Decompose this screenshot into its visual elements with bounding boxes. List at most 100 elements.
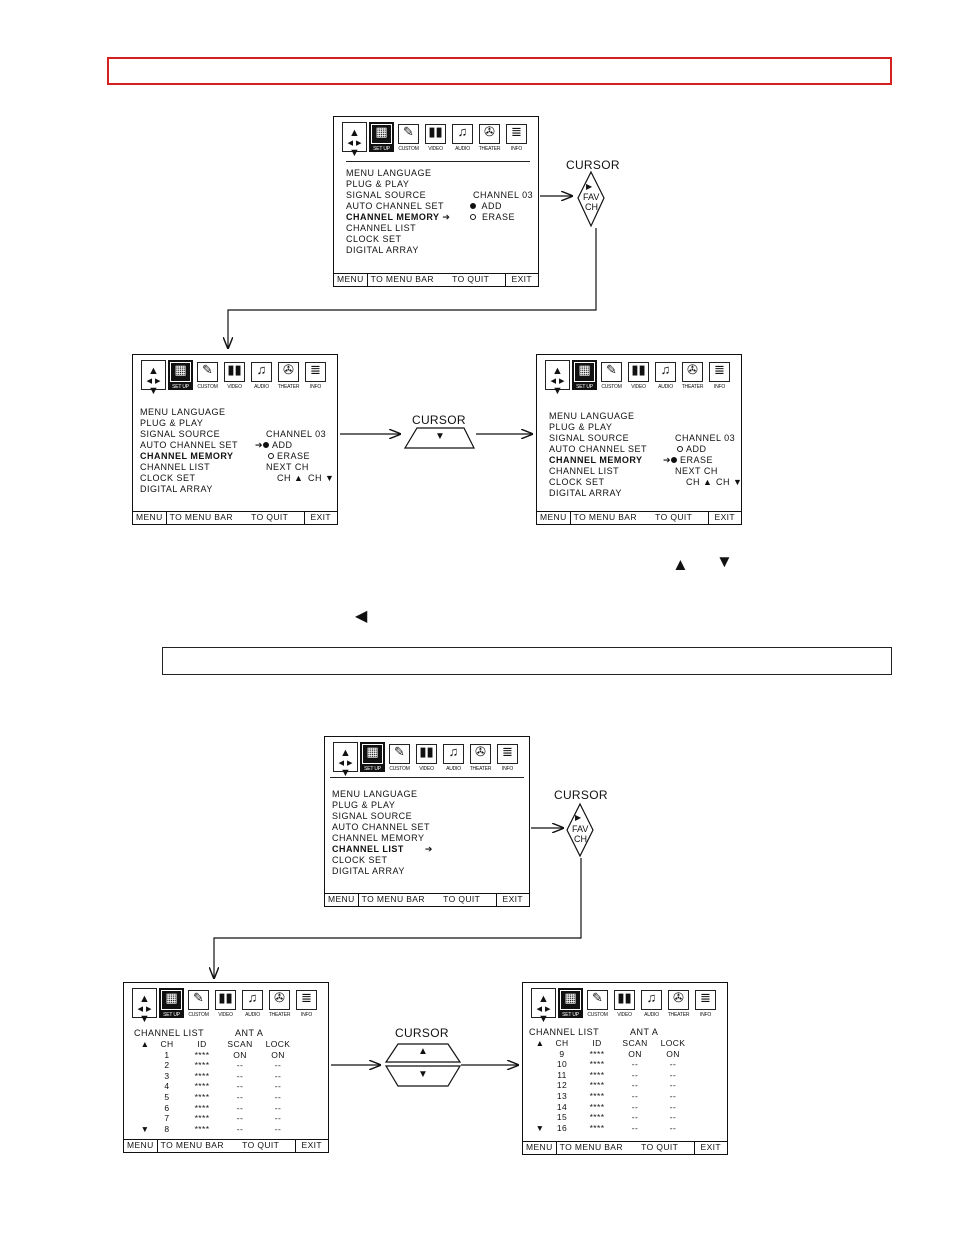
option-erase[interactable]: ERASE (268, 451, 310, 462)
theater-icon[interactable]: ✇THEATER (667, 990, 690, 1018)
option-add[interactable]: ADD (470, 201, 502, 212)
menu-item-menu-language[interactable]: MENU LANGUAGE (332, 789, 418, 799)
scroll-down-icon[interactable]: ▼ (535, 1122, 545, 1133)
navigation-arrows-icon[interactable]: ▲◂ ▸▼ (141, 360, 166, 397)
menu-item-plug-play[interactable]: PLUG & PLAY (549, 422, 613, 432)
table-row[interactable]: 3****---- (138, 1071, 298, 1082)
menu-item-digital-array[interactable]: DIGITAL ARRAY (140, 484, 213, 494)
menu-item-channel-memory[interactable]: CHANNEL MEMORY (140, 451, 234, 461)
menu-item-plug-play[interactable]: PLUG & PLAY (346, 179, 410, 189)
scroll-up-icon[interactable]: ▲ (140, 1039, 150, 1049)
info-icon[interactable]: ≣INFO (504, 122, 529, 152)
table-row[interactable]: 13****---- (533, 1091, 693, 1102)
audio-icon[interactable]: ♫AUDIO (450, 122, 475, 152)
menu-item-clock-set[interactable]: CLOCK SET (140, 473, 196, 483)
table-row[interactable]: 6****---- (138, 1103, 298, 1114)
menu-item-digital-array[interactable]: DIGITAL ARRAY (549, 488, 622, 498)
info-icon[interactable]: ≣INFO (294, 988, 319, 1018)
custom-icon[interactable]: ✎CUSTOM (587, 990, 608, 1018)
navigation-arrows-icon[interactable]: ▲◂ ▸▼ (132, 988, 157, 1025)
navigation-arrows-icon[interactable]: ▲◂ ▸▼ (531, 988, 556, 1025)
scroll-down-icon[interactable]: ▼ (140, 1123, 150, 1134)
setup-icon[interactable]: ▦SET UP (360, 742, 385, 772)
scroll-up-icon[interactable]: ▲ (535, 1038, 545, 1048)
info-icon[interactable]: ≣INFO (303, 360, 328, 390)
menu-item-channel-list[interactable]: CHANNEL LIST (140, 462, 211, 472)
audio-icon[interactable]: ♫AUDIO (249, 360, 274, 390)
menu-item-menu-language[interactable]: MENU LANGUAGE (140, 407, 226, 417)
menu-item-channel-memory[interactable]: CHANNEL MEMORY ➔ (346, 212, 451, 222)
cursor-down-button-shape[interactable] (384, 1065, 462, 1087)
custom-icon[interactable]: ✎CUSTOM (601, 362, 622, 390)
menu-item-auto-channel-set[interactable]: AUTO CHANNEL SET (140, 440, 239, 450)
info-icon[interactable]: ≣INFO (495, 742, 520, 772)
video-icon[interactable]: ▮▮VIDEO (414, 742, 439, 772)
theater-icon[interactable]: ✇THEATER (268, 990, 291, 1018)
setup-icon[interactable]: ▦SET UP (159, 988, 184, 1018)
table-row[interactable]: 11****---- (533, 1070, 693, 1081)
cursor-down-button-shape[interactable] (403, 427, 475, 449)
table-row[interactable]: 7****---- (138, 1113, 298, 1124)
setup-icon[interactable]: ▦SET UP (558, 988, 583, 1018)
cursor-up-button-shape[interactable] (384, 1043, 462, 1063)
menu-item-signal-source[interactable]: SIGNAL SOURCE (140, 429, 221, 439)
fav-ch-button-shape[interactable] (577, 170, 605, 228)
menu-item-menu-language[interactable]: MENU LANGUAGE (549, 411, 635, 421)
menu-item-channel-list[interactable]: CHANNEL LIST ➔ (332, 844, 433, 854)
info-icon[interactable]: ≣INFO (693, 988, 718, 1018)
menu-item-plug-play[interactable]: PLUG & PLAY (140, 418, 204, 428)
menu-item-digital-array[interactable]: DIGITAL ARRAY (332, 866, 405, 876)
menu-item-channel-list[interactable]: CHANNEL LIST (346, 223, 417, 233)
custom-icon[interactable]: ✎CUSTOM (188, 990, 209, 1018)
setup-icon[interactable]: ▦SET UP (572, 360, 597, 390)
option-erase[interactable]: ERASE (470, 212, 515, 223)
audio-icon[interactable]: ♫AUDIO (441, 742, 466, 772)
menu-item-channel-list[interactable]: CHANNEL LIST (549, 466, 620, 476)
navigation-arrows-icon[interactable]: ▲◂ ▸▼ (342, 122, 367, 159)
table-row[interactable]: 5****---- (138, 1092, 298, 1103)
audio-icon[interactable]: ♫AUDIO (240, 988, 265, 1018)
setup-icon[interactable]: ▦SET UP (369, 122, 394, 152)
custom-icon[interactable]: ✎CUSTOM (398, 124, 419, 152)
table-row[interactable]: 15****---- (533, 1112, 693, 1123)
table-row[interactable]: 10****---- (533, 1059, 693, 1070)
video-icon[interactable]: ▮▮VIDEO (612, 988, 637, 1018)
menu-item-signal-source[interactable]: SIGNAL SOURCE (549, 433, 630, 443)
menu-item-clock-set[interactable]: CLOCK SET (332, 855, 388, 865)
table-row[interactable]: 14****---- (533, 1102, 693, 1113)
video-icon[interactable]: ▮▮VIDEO (626, 360, 651, 390)
menu-item-auto-channel-set[interactable]: AUTO CHANNEL SET (332, 822, 431, 832)
theater-icon[interactable]: ✇THEATER (469, 744, 492, 772)
menu-item-menu-language[interactable]: MENU LANGUAGE (346, 168, 432, 178)
info-icon[interactable]: ≣INFO (707, 360, 732, 390)
table-row[interactable]: 2****---- (138, 1060, 298, 1071)
option-erase[interactable]: ➔ERASE (663, 455, 714, 465)
fav-ch-button-shape[interactable] (566, 802, 594, 858)
setup-icon[interactable]: ▦SET UP (168, 360, 193, 390)
menu-item-clock-set[interactable]: CLOCK SET (346, 234, 402, 244)
table-row[interactable]: 12****---- (533, 1080, 693, 1091)
custom-icon[interactable]: ✎CUSTOM (389, 744, 410, 772)
menu-item-signal-source[interactable]: SIGNAL SOURCE (346, 190, 427, 200)
menu-item-plug-play[interactable]: PLUG & PLAY (332, 800, 396, 810)
theater-icon[interactable]: ✇THEATER (277, 362, 300, 390)
theater-icon[interactable]: ✇THEATER (681, 362, 704, 390)
audio-icon[interactable]: ♫AUDIO (639, 988, 664, 1018)
option-add[interactable]: ADD (677, 444, 707, 455)
menu-item-channel-memory[interactable]: CHANNEL MEMORY (549, 455, 643, 465)
navigation-arrows-icon[interactable]: ▲◂ ▸▼ (545, 360, 570, 397)
table-row[interactable]: 4****---- (138, 1081, 298, 1092)
option-add[interactable]: ➔ADD (255, 440, 293, 450)
menu-item-signal-source[interactable]: SIGNAL SOURCE (332, 811, 413, 821)
table-row[interactable]: ▼8****---- (138, 1124, 298, 1135)
video-icon[interactable]: ▮▮VIDEO (222, 360, 247, 390)
custom-icon[interactable]: ✎CUSTOM (197, 362, 218, 390)
menu-item-auto-channel-set[interactable]: AUTO CHANNEL SET (549, 444, 648, 454)
video-icon[interactable]: ▮▮VIDEO (423, 122, 448, 152)
video-icon[interactable]: ▮▮VIDEO (213, 988, 238, 1018)
menu-item-channel-memory[interactable]: CHANNEL MEMORY (332, 833, 425, 843)
menu-item-clock-set[interactable]: CLOCK SET (549, 477, 605, 487)
menu-item-digital-array[interactable]: DIGITAL ARRAY (346, 245, 419, 255)
